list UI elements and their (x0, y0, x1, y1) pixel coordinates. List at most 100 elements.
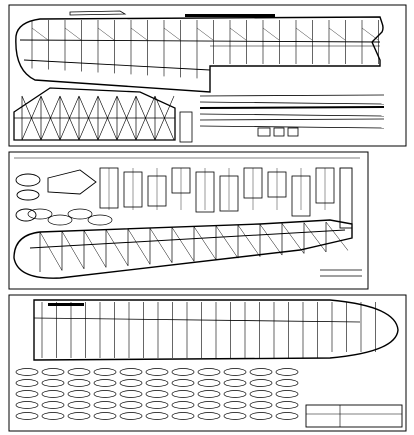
diagonal-brace (130, 27, 148, 41)
rear-spar (23, 59, 211, 71)
diagonal-brace (262, 27, 280, 41)
rib-template (41, 412, 65, 420)
rib-template (41, 379, 65, 387)
rib-part (27, 208, 53, 220)
rib-template (249, 379, 273, 387)
rib-template (223, 390, 247, 398)
rib-template (223, 368, 247, 376)
rib-template (171, 390, 195, 398)
stabilizer-spar (33, 317, 361, 323)
fuselage-formers (27, 167, 335, 226)
rib-template (171, 401, 195, 409)
fitting-part (273, 127, 285, 137)
rib-template (15, 379, 39, 387)
wing-rib-stations (31, 20, 379, 79)
rib-template (145, 368, 169, 376)
rib-template (275, 390, 299, 398)
stringer-detail (339, 167, 353, 229)
stabilizer-outline (33, 299, 399, 361)
rib-template (275, 412, 299, 420)
fuselage-diagonal (259, 224, 283, 256)
rib-template (67, 401, 91, 409)
rib-template (41, 368, 65, 376)
spar-joiner (179, 111, 193, 143)
fuselage-diagonal (215, 225, 239, 259)
rib-template (119, 401, 143, 409)
strip (199, 113, 385, 117)
fitting-part (257, 127, 271, 137)
diagonal-brace (295, 27, 313, 41)
rib-template (93, 390, 117, 398)
wheel-part (15, 208, 37, 222)
wing-outline (15, 16, 384, 93)
rib-template (145, 412, 169, 420)
rib-template (145, 390, 169, 398)
fuselage-side-outline (13, 219, 353, 279)
rib-template (119, 412, 143, 420)
rib-template (197, 412, 221, 420)
diagonal-brace (64, 27, 82, 41)
rib-template (15, 412, 39, 420)
rib-template (15, 368, 39, 376)
fuselage-diagonal (193, 226, 217, 260)
fuselage-diagonal (105, 229, 129, 267)
strip-stock-parts (199, 94, 385, 129)
fuselage-truss-members (39, 221, 349, 272)
strip (199, 101, 385, 105)
rib-template (93, 379, 117, 387)
rib-templates (15, 368, 299, 420)
rib-template (275, 379, 299, 387)
diagonal-brace (97, 27, 115, 41)
rib-template (15, 390, 39, 398)
rib-template (223, 379, 247, 387)
nose-part (16, 189, 40, 201)
rib-part (47, 214, 73, 226)
strip (199, 94, 385, 97)
fuselage-diagonal (171, 227, 195, 262)
rib-template (223, 401, 247, 409)
rib-template (119, 379, 143, 387)
fuselage-sheet (8, 151, 369, 290)
diagonal-brace (229, 27, 247, 41)
fuselage-diagonal (127, 228, 151, 265)
rib-template (197, 379, 221, 387)
wing-truss-outline (13, 87, 176, 141)
rib-template (119, 390, 143, 398)
rib-template (197, 368, 221, 376)
rib-template (275, 401, 299, 409)
rib-part (87, 214, 113, 226)
fitting-part (287, 127, 299, 137)
rib-template (67, 379, 91, 387)
rib-template (275, 368, 299, 376)
strip (199, 106, 385, 109)
rib-template (41, 390, 65, 398)
rib-template (145, 379, 169, 387)
stabilizer-rib-stations (41, 302, 376, 358)
tip-plan-detail (69, 10, 127, 16)
fuselage-diagonal (237, 224, 261, 257)
rib-template (249, 412, 273, 420)
fuselage-diagonal (303, 222, 327, 253)
rib-template (67, 368, 91, 376)
rib-template (249, 368, 273, 376)
rib-template (119, 368, 143, 376)
rib-template (145, 401, 169, 409)
fuselage-diagonal (39, 231, 63, 271)
rib-template (93, 368, 117, 376)
capstrip (48, 303, 84, 306)
fuselage-diagonal (83, 230, 107, 268)
sheet-border (8, 4, 407, 147)
rib-template (171, 368, 195, 376)
rib-part (67, 208, 93, 220)
rib-template (67, 412, 91, 420)
fuselage-diagonal (325, 221, 349, 251)
fuselage-diagonal (61, 231, 85, 270)
diagonal-brace (361, 27, 379, 41)
stabilizer-and-ribs-sheet (8, 294, 407, 432)
rib-template (197, 401, 221, 409)
rib-template (41, 401, 65, 409)
strip (199, 125, 385, 129)
rib-template (93, 412, 117, 420)
leading-edge-strip (185, 14, 275, 17)
